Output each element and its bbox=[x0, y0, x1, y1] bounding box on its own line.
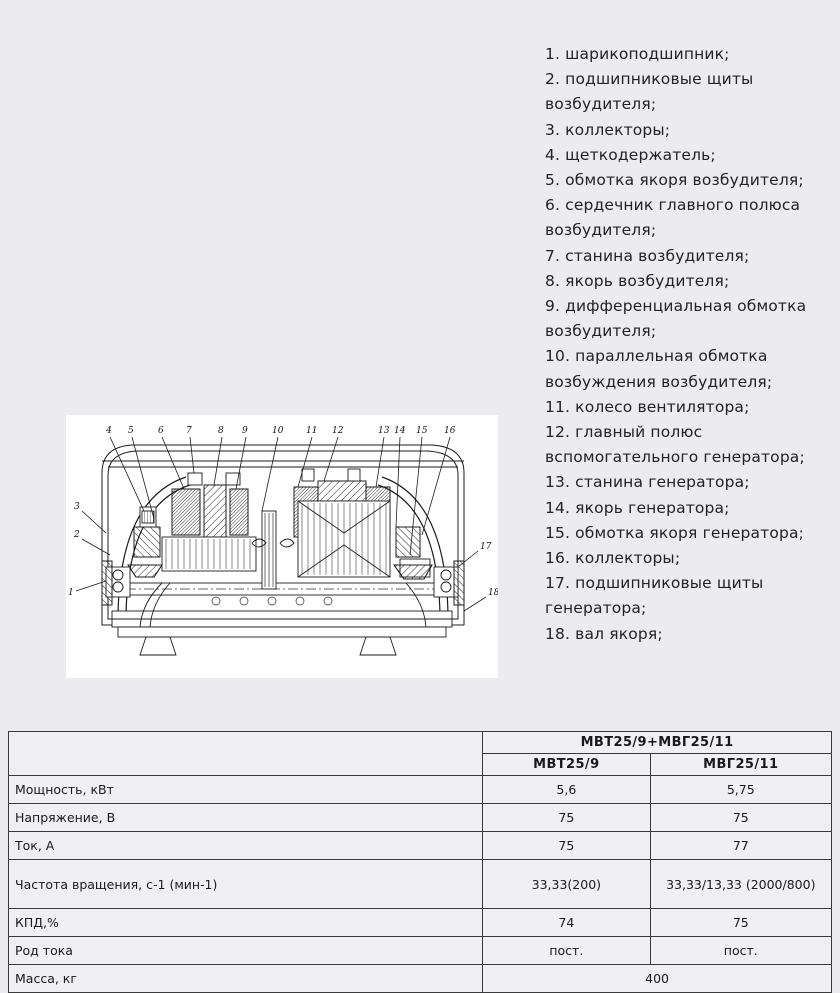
row-value-a: 74 bbox=[482, 908, 651, 937]
row-value-merged: 400 bbox=[482, 964, 832, 993]
row-label: Масса, кг bbox=[7, 964, 484, 993]
legend-item: 5. обмотка якоря возбудителя; bbox=[545, 171, 804, 190]
legend-item: 1. шарикоподшипник; bbox=[545, 45, 730, 63]
row-value-a: 33,33(200) bbox=[482, 859, 651, 909]
table-group-header: МВТ25/9+МВГ25/11 bbox=[482, 731, 832, 754]
table-row: Ток, А 75 77 bbox=[7, 831, 833, 860]
figure-panel: 4 5 6 7 8 9 10 11 12 13 14 15 16 3 2 1 1… bbox=[66, 415, 498, 678]
callout-7: 7 bbox=[186, 426, 192, 436]
table-header-row: МВТ25/9 МВГ25/11 bbox=[9, 753, 833, 776]
table-row: Род тока пост. пост. bbox=[7, 936, 833, 965]
legend-item: 3. коллекторы; bbox=[545, 120, 671, 139]
row-value-b: 33,33/13,33 (2000/800) bbox=[649, 859, 833, 909]
table-header-group-row: МВТ25/9+МВГ25/11 bbox=[7, 731, 832, 776]
callout-1: 1 bbox=[68, 588, 74, 598]
callout-10: 10 bbox=[272, 426, 284, 436]
row-value-a: 75 bbox=[482, 803, 651, 832]
specification-table-wrapper: МВТ25/9+МВГ25/11 МВТ25/9 МВГ25/11 Мощнос… bbox=[7, 731, 833, 993]
table-row: Напряжение, В 75 75 bbox=[7, 803, 833, 832]
row-value-b: 77 bbox=[649, 831, 833, 860]
callout-6: 6 bbox=[158, 426, 164, 436]
legend-item: 8. якорь возбудителя; bbox=[545, 271, 730, 290]
row-label: Мощность, кВт bbox=[7, 775, 484, 804]
specification-table: МВТ25/9+МВГ25/11 МВТ25/9 МВГ25/11 Мощнос… bbox=[7, 731, 833, 993]
table-row: Частота вращения, с-1 (мин-1) 33,33(200)… bbox=[7, 859, 833, 909]
row-label: КПД,% bbox=[7, 908, 484, 937]
callout-2: 2 bbox=[73, 530, 80, 540]
table-col-header-b: МВГ25/11 bbox=[649, 753, 833, 776]
row-label: Род тока bbox=[7, 936, 484, 965]
row-label: Частота вращения, с-1 (мин-1) bbox=[7, 859, 484, 909]
legend-item: 14. якорь генератора; bbox=[545, 498, 730, 517]
row-value-b: пост. bbox=[649, 936, 833, 965]
table-row: Масса, кг 400 bbox=[7, 964, 832, 993]
callout-9: 9 bbox=[242, 426, 248, 436]
legend-item: 13. станина генератора; bbox=[545, 473, 750, 492]
callout-16: 16 bbox=[444, 426, 456, 436]
callout-13: 13 bbox=[378, 426, 390, 436]
legend-item: 15. обмотка якоря генератора; bbox=[545, 523, 804, 542]
row-value-b: 75 bbox=[649, 803, 833, 832]
table-body: Мощность, кВт 5,6 5,75 Напряжение, В 75 … bbox=[7, 775, 833, 993]
legend-list: 1. шарикоподшипник; 2. подшипниковые щит… bbox=[545, 42, 835, 647]
callout-4: 4 bbox=[105, 426, 112, 436]
callout-18: 18 bbox=[488, 588, 498, 598]
row-label: Ток, А bbox=[7, 831, 484, 860]
callout-8: 8 bbox=[218, 426, 224, 436]
row-value-a: 5,6 bbox=[482, 775, 651, 804]
callout-17: 17 bbox=[480, 542, 492, 552]
callout-5: 5 bbox=[128, 426, 134, 436]
legend-item: 16. коллекторы; bbox=[545, 549, 681, 568]
legend-item: 12. главный полюс вспомогательного генер… bbox=[545, 423, 805, 467]
table-row: КПД,% 74 75 bbox=[7, 908, 833, 937]
table-corner-cell bbox=[7, 731, 484, 776]
legend-item: 2. подшипниковые щиты возбудителя; bbox=[545, 70, 754, 114]
legend-item: 6. сердечник главного полюса возбудителя… bbox=[545, 196, 801, 240]
row-value-b: 75 bbox=[649, 908, 833, 937]
cross-section-drawing: 4 5 6 7 8 9 10 11 12 13 14 15 16 3 2 1 1… bbox=[66, 415, 498, 678]
callout-14: 14 bbox=[394, 426, 406, 436]
legend-item: 4. щеткодержатель; bbox=[545, 145, 716, 164]
legend-item: 7. станина возбудителя; bbox=[545, 246, 750, 265]
row-value-a: пост. bbox=[482, 936, 651, 965]
callout-15: 15 bbox=[416, 426, 428, 436]
legend-item: 18. вал якоря; bbox=[545, 624, 663, 643]
legend-item: 17. подшипниковые щиты генератора; bbox=[545, 574, 764, 618]
row-label: Напряжение, В bbox=[7, 803, 484, 832]
row-value-a: 75 bbox=[482, 831, 651, 860]
callout-11: 11 bbox=[306, 426, 317, 436]
table-row: Мощность, кВт 5,6 5,75 bbox=[7, 775, 833, 804]
table-col-header-a: МВТ25/9 bbox=[482, 753, 651, 776]
callout-12: 12 bbox=[332, 426, 344, 436]
document-top-area: 4 5 6 7 8 9 10 11 12 13 14 15 16 3 2 1 1… bbox=[66, 42, 835, 678]
row-value-b: 5,75 bbox=[649, 775, 833, 804]
legend-item: 10. параллельная обмотка возбуждения воз… bbox=[545, 347, 773, 391]
legend-item: 9. дифференциальная обмотка возбудителя; bbox=[545, 297, 807, 341]
callout-3: 3 bbox=[74, 502, 80, 512]
legend-item: 11. колесо вентилятора; bbox=[545, 397, 750, 416]
